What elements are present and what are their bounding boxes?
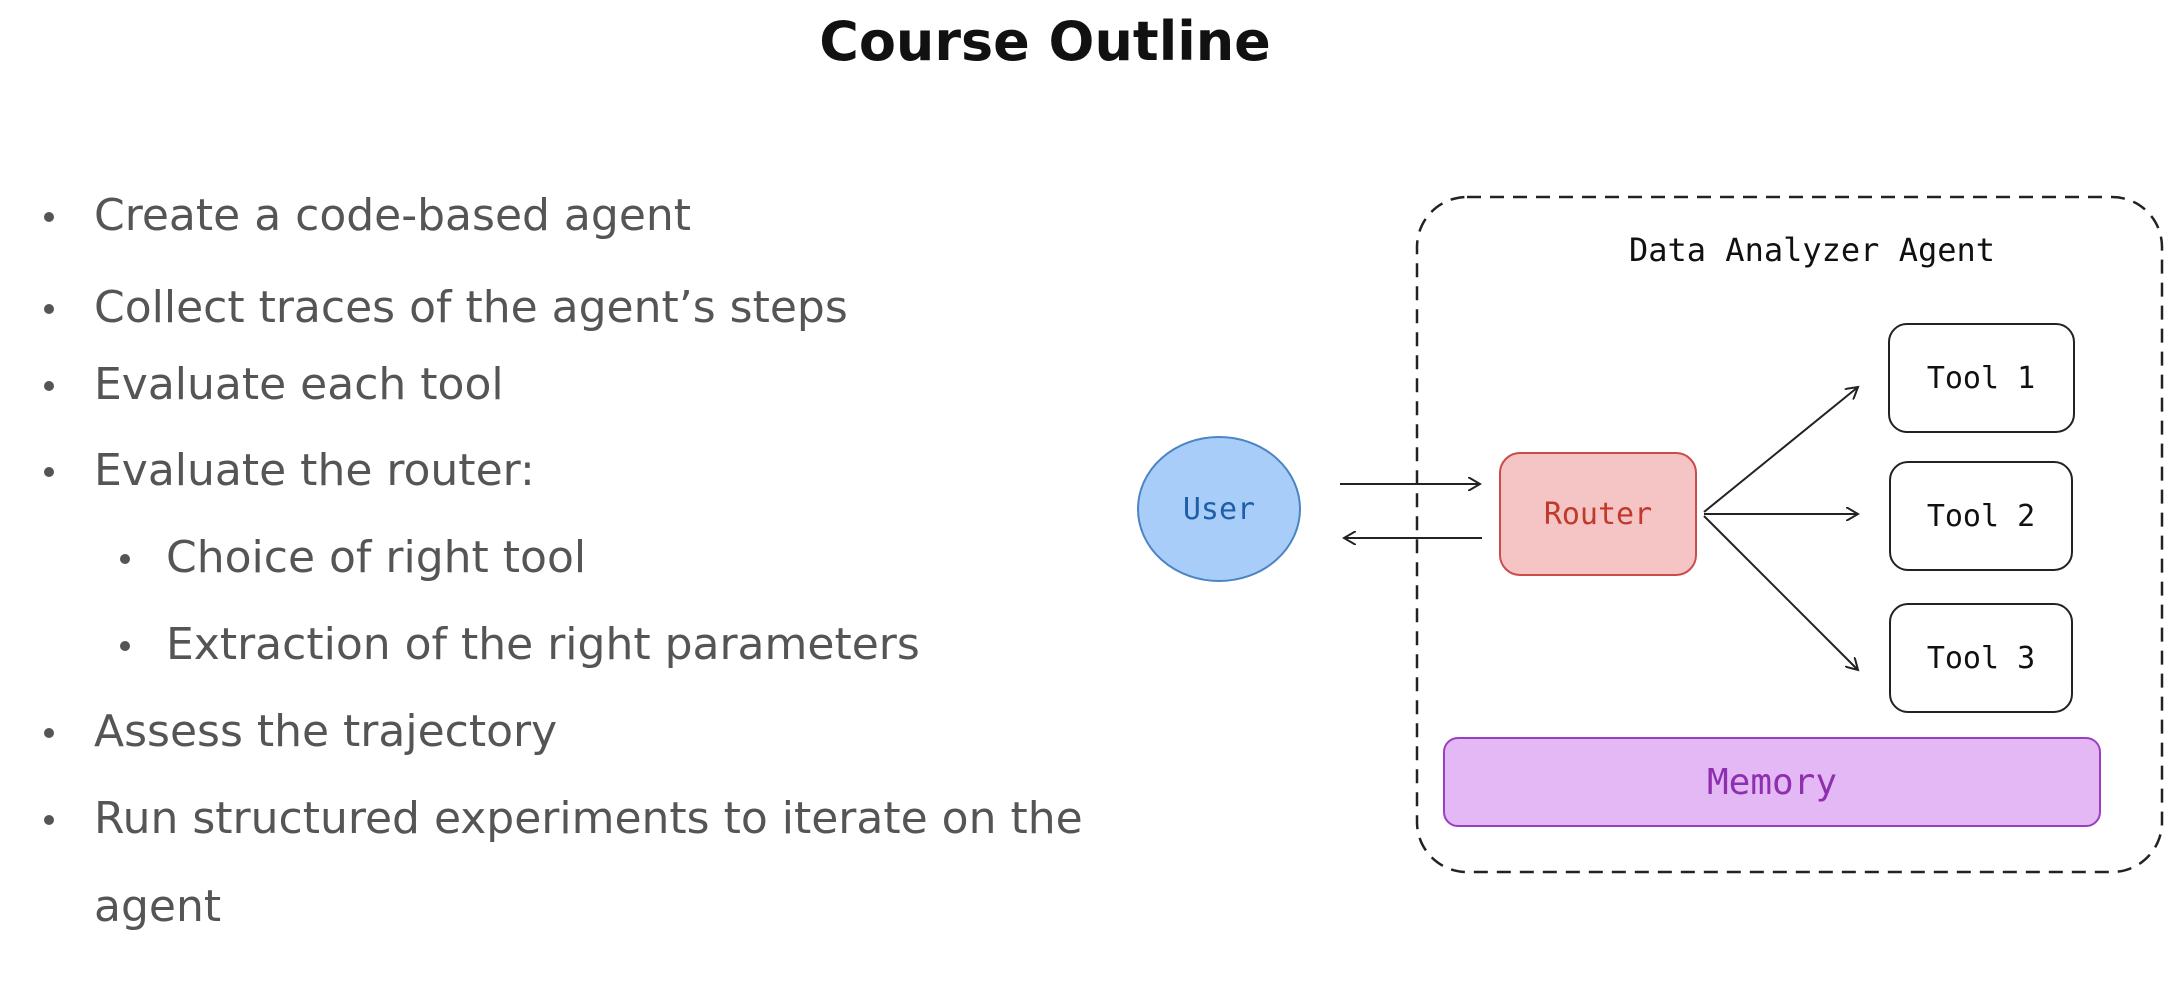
outline-subitem: Choice of right tool [120, 514, 587, 602]
tool-label: Tool 1 [1927, 361, 2035, 396]
memory-node [1443, 737, 2101, 827]
outline-item: Run structured experiments to iterate on… [44, 775, 1104, 951]
outline-item: Evaluate each tool [44, 341, 504, 429]
outline-subitem: Extraction of the right parameters [120, 601, 920, 689]
router-node [1499, 452, 1697, 576]
tool-label: Tool 2 [1927, 499, 2035, 534]
outline-item: Collect traces of the agent’s steps [44, 264, 848, 352]
bullet-dot-icon [120, 641, 130, 651]
outline-item-text: Run structured experiments to iterate on… [94, 793, 1083, 932]
router-label: Router [1544, 497, 1652, 532]
router-to-tool1-arrow [1703, 387, 1858, 513]
outline-item-text: Extraction of the right parameters [166, 619, 920, 670]
bullet-dot-icon [44, 467, 54, 477]
outline-item: Assess the trajectory [44, 688, 558, 776]
user-label: User [1183, 492, 1255, 527]
outline-item-text: Create a code-based agent [94, 190, 692, 241]
bullet-dot-icon [44, 728, 54, 738]
outline-item-text: Evaluate the router: [94, 445, 535, 496]
agent-container [1415, 195, 2164, 874]
outline-list: Create a code-based agent Collect traces… [44, 172, 1104, 951]
tool-node [1889, 461, 2073, 571]
tool-node [1889, 603, 2073, 713]
bullet-dot-icon [44, 381, 54, 391]
outline-item: Evaluate the router: [44, 427, 535, 515]
user-node [1137, 436, 1301, 582]
bullet-dot-icon [120, 554, 130, 564]
bullet-dot-icon [44, 212, 54, 222]
outline-item-text: Assess the trajectory [94, 706, 558, 757]
outline-item-text: Choice of right tool [166, 532, 587, 583]
tool-label: Tool 3 [1927, 641, 2035, 676]
slide-title: Course Outline [819, 10, 1271, 73]
memory-label: Memory [1707, 762, 1837, 803]
container-label: Data Analyzer Agent [1629, 231, 1995, 269]
outline-item-text: Evaluate each tool [94, 359, 504, 410]
outline-item-text: Collect traces of the agent’s steps [94, 282, 848, 333]
tool-node [1888, 323, 2075, 433]
outline-item: Create a code-based agent [44, 172, 692, 260]
bullet-dot-icon [44, 304, 54, 314]
bullet-dot-icon [44, 815, 54, 825]
router-to-tool3-arrow [1703, 515, 1858, 670]
